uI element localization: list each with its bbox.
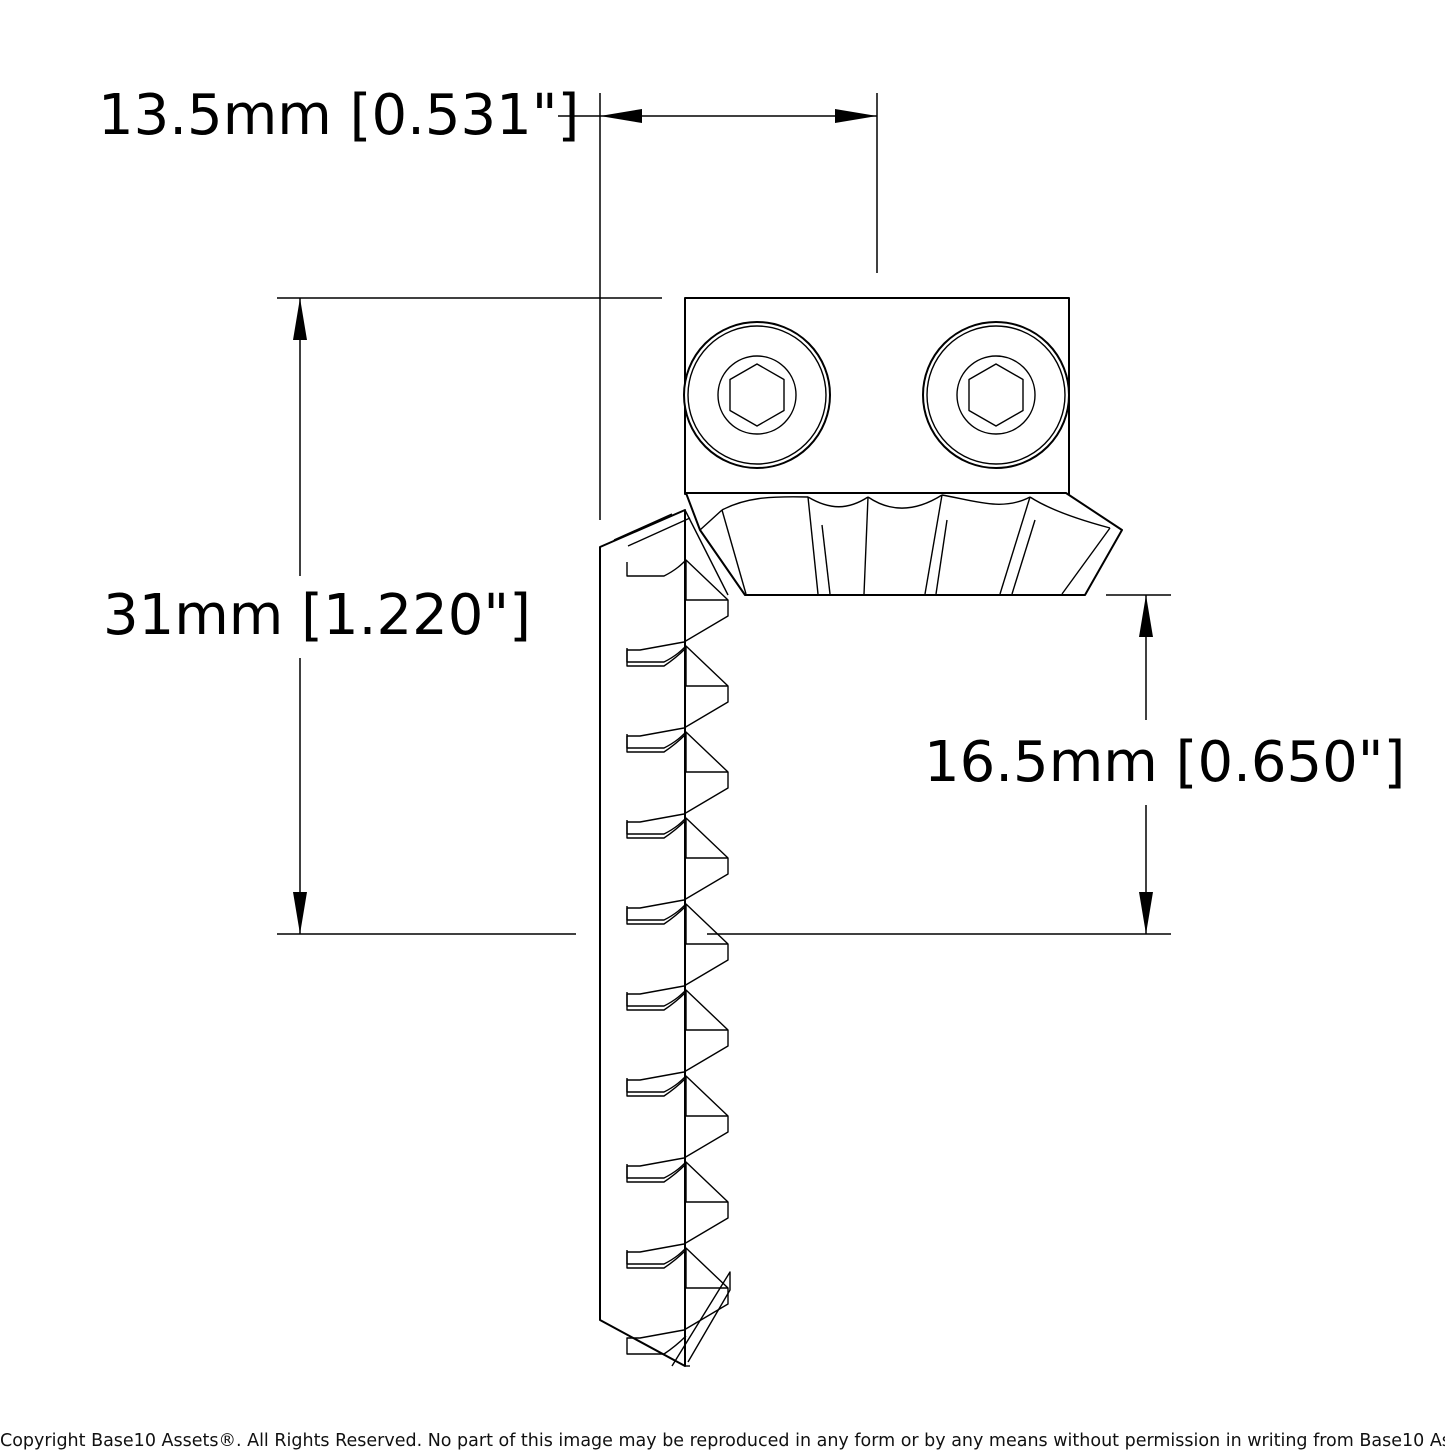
rack-teeth (626, 559, 729, 1355)
height-dimension (277, 297, 662, 935)
socket-screw-right (922, 321, 1070, 469)
rack-back-face (599, 509, 686, 1367)
rack-tooth (626, 559, 729, 667)
mesh-arrow-top (1139, 595, 1153, 637)
rack-tooth (626, 1075, 729, 1183)
width-dimension (558, 93, 878, 520)
hex-socket-icon (968, 363, 1024, 427)
height-dimension-label: 31mm [1.220"] (103, 583, 531, 648)
rack-tooth (626, 645, 729, 753)
width-arrow-left (600, 109, 642, 123)
mesh-arrow-bottom (1139, 892, 1153, 934)
mesh-dimension (707, 594, 1171, 935)
width-dimension-label: 13.5mm [0.531"] (98, 83, 580, 148)
clamp-block (683, 297, 1070, 495)
width-arrow-right (835, 109, 877, 123)
rack-tooth (626, 1161, 729, 1269)
rack-tooth (626, 989, 729, 1097)
rack-tooth (626, 731, 729, 839)
rack-tooth (626, 1247, 729, 1355)
pinion-gear (685, 492, 1123, 596)
rack-tooth (626, 903, 729, 1011)
rack-tooth (626, 817, 729, 925)
socket-screw-left (683, 321, 831, 469)
hex-socket-icon (729, 363, 785, 427)
gear-rack (599, 509, 731, 1367)
copyright-notice: Copyright Base10 Assets®. All Rights Res… (0, 1431, 1445, 1451)
height-arrow-top (293, 298, 307, 340)
height-arrow-bottom (293, 892, 307, 934)
mesh-dimension-label: 16.5mm [0.650"] (924, 730, 1406, 795)
